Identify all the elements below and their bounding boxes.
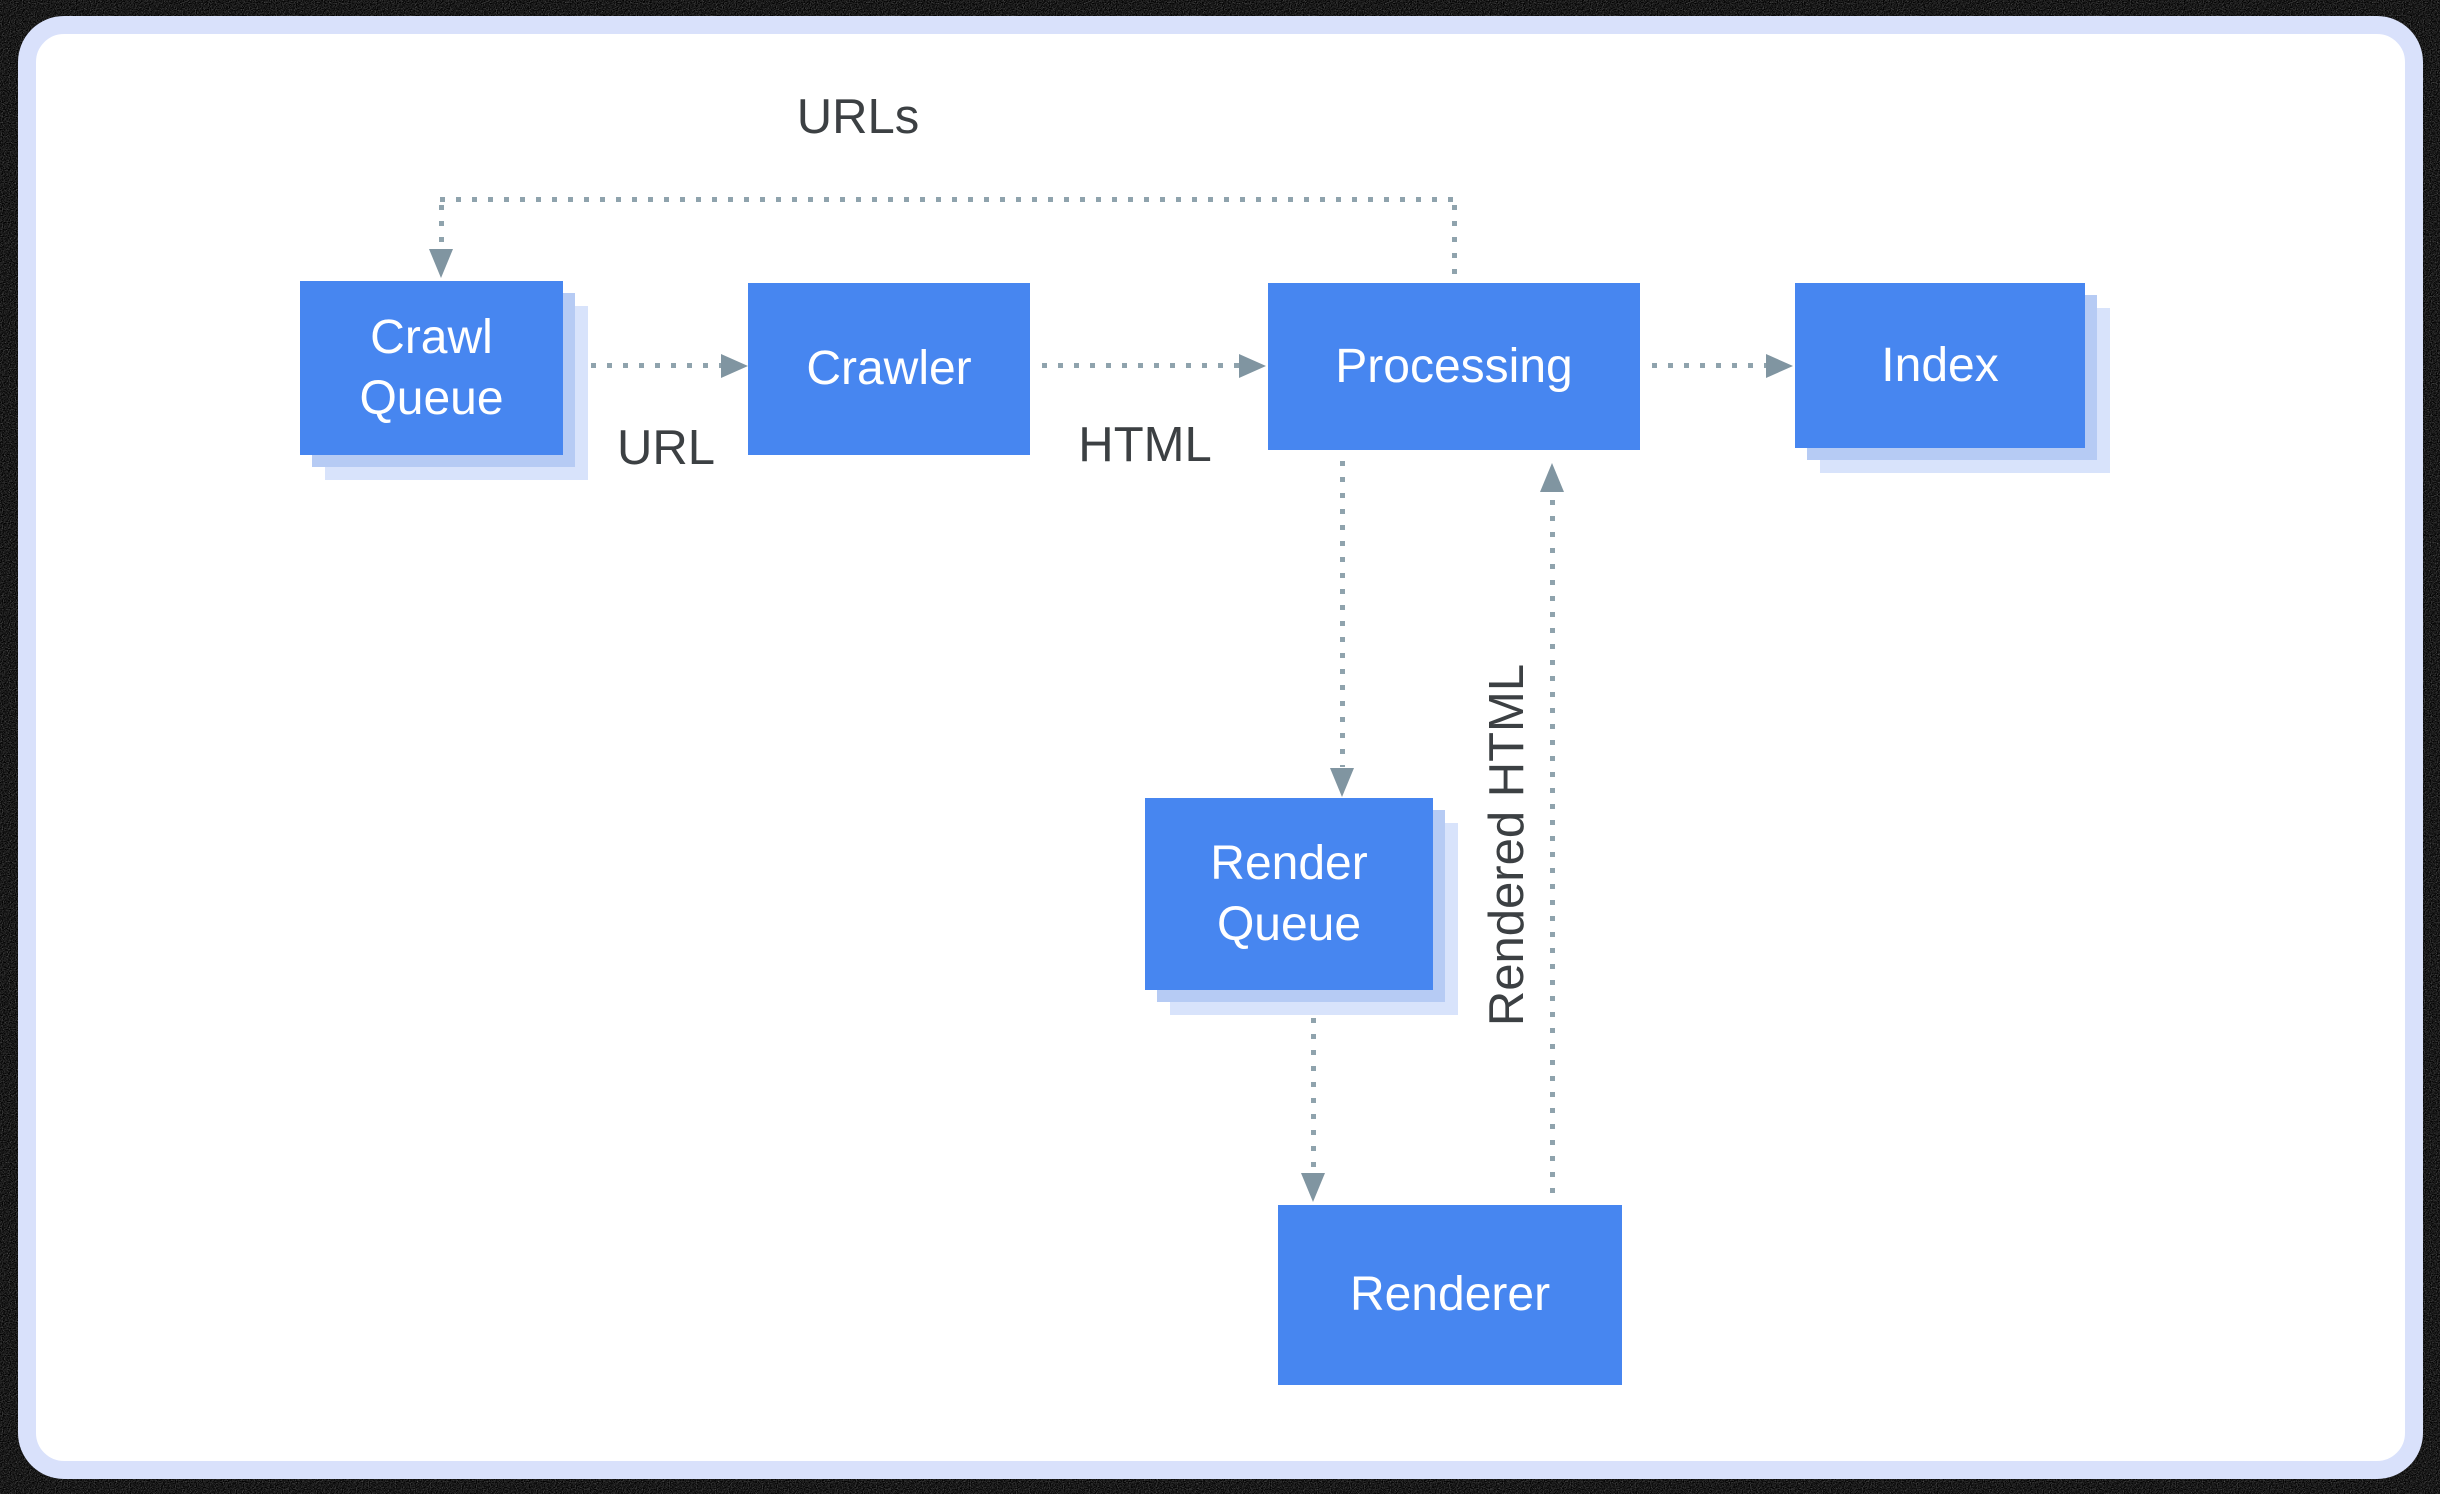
node-crawl-queue-label: Crawl Queue xyxy=(359,310,504,425)
node-crawl-queue: Crawl Queue xyxy=(300,281,563,455)
node-render-queue: Render Queue xyxy=(1145,798,1433,990)
edge-label-url: URL xyxy=(616,421,716,475)
node-render-queue-label: Render Queue xyxy=(1210,836,1368,951)
edge-crawler-to-processing xyxy=(1042,363,1240,368)
diagram-card xyxy=(18,16,2423,1479)
edge-renderer-to-processing xyxy=(1550,500,1555,1200)
edge-crawlqueue-to-crawler xyxy=(591,363,721,368)
node-renderer-label: Renderer xyxy=(1349,1268,1551,1322)
node-renderer: Renderer xyxy=(1278,1205,1622,1385)
edge-processing-to-crawlqueue-segment-down xyxy=(439,205,444,247)
edge-label-rendered-html: Rendered HTML xyxy=(1480,663,1534,1027)
arrow-down-icon xyxy=(1301,1173,1325,1202)
edge-renderqueue-to-renderer xyxy=(1311,1018,1316,1173)
edge-processing-to-crawlqueue-segment-top xyxy=(440,197,1456,202)
arrow-right-icon xyxy=(1766,354,1793,378)
edge-processing-to-renderqueue xyxy=(1340,461,1345,767)
arrow-up-icon xyxy=(1540,463,1564,492)
node-crawler: Crawler xyxy=(748,283,1030,455)
node-index-label: Index xyxy=(1881,338,1999,392)
node-processing: Processing xyxy=(1268,283,1640,450)
arrow-right-icon xyxy=(1239,354,1266,378)
arrow-down-icon xyxy=(429,249,453,278)
edge-label-urls: URLs xyxy=(796,90,920,144)
arrow-right-icon xyxy=(721,354,748,378)
edge-processing-to-crawlqueue-segment-up xyxy=(1452,205,1457,281)
node-processing-label: Processing xyxy=(1335,339,1573,393)
edge-processing-to-index xyxy=(1652,363,1767,368)
arrow-down-icon xyxy=(1330,768,1354,797)
node-crawler-label: Crawler xyxy=(806,342,972,396)
node-index: Index xyxy=(1795,283,2085,448)
edge-label-html: HTML xyxy=(1078,418,1212,472)
